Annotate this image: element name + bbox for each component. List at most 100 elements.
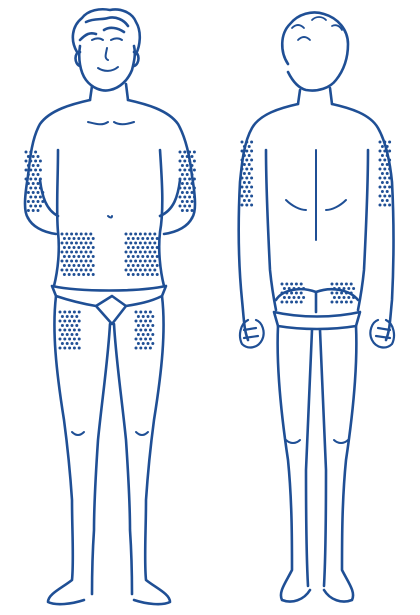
injection-dot bbox=[82, 273, 85, 276]
injection-dot bbox=[144, 329, 147, 332]
injection-dot bbox=[32, 173, 35, 176]
injection-dot bbox=[32, 191, 35, 194]
injection-dot bbox=[335, 301, 338, 304]
injection-dot bbox=[144, 338, 147, 341]
injection-dot bbox=[151, 255, 154, 258]
injection-dot bbox=[65, 233, 68, 236]
injection-dot bbox=[383, 150, 386, 153]
injection-dot bbox=[80, 242, 83, 245]
injection-dot bbox=[71, 333, 74, 336]
injection-dot bbox=[73, 246, 76, 249]
injection-dot bbox=[248, 145, 251, 148]
injection-dot bbox=[135, 320, 138, 323]
injection-dot bbox=[153, 269, 156, 272]
injection-dot bbox=[139, 260, 142, 263]
injection-dot bbox=[75, 315, 78, 318]
injection-dot bbox=[188, 196, 191, 199]
injection-dot bbox=[144, 311, 147, 314]
injection-dot bbox=[156, 237, 159, 240]
injection-dot bbox=[85, 260, 88, 263]
injection-dot bbox=[82, 246, 85, 249]
injection-dot bbox=[245, 177, 248, 180]
injection-dot bbox=[245, 159, 248, 162]
injection-dot bbox=[188, 160, 191, 163]
injection-dot bbox=[241, 177, 244, 180]
front-torso-left bbox=[54, 150, 59, 286]
injection-dot bbox=[80, 233, 83, 236]
injection-dot bbox=[186, 209, 189, 212]
injection-dot bbox=[92, 246, 95, 249]
injection-dot bbox=[241, 150, 244, 153]
injection-dot bbox=[65, 242, 68, 245]
injection-dot bbox=[388, 186, 391, 189]
injection-dot bbox=[331, 292, 334, 295]
injection-dot bbox=[75, 242, 78, 245]
injection-dot bbox=[345, 283, 348, 286]
injection-dot bbox=[139, 269, 142, 272]
injection-dot bbox=[302, 296, 305, 299]
injection-dot bbox=[183, 169, 186, 172]
injection-dot bbox=[149, 347, 152, 350]
injection-dot bbox=[70, 242, 73, 245]
injection-dot bbox=[156, 246, 159, 249]
injection-dot bbox=[288, 287, 291, 290]
back-left-knee bbox=[286, 440, 300, 443]
injection-dot bbox=[250, 141, 253, 144]
injection-dot bbox=[73, 273, 76, 276]
injection-dot bbox=[388, 150, 391, 153]
injection-dot bbox=[68, 329, 71, 332]
injection-dot bbox=[379, 195, 382, 198]
injection-dot bbox=[32, 182, 35, 185]
injection-dot bbox=[34, 151, 37, 154]
injection-dot bbox=[73, 347, 76, 350]
injection-dot bbox=[388, 168, 391, 171]
injection-dot bbox=[61, 324, 64, 327]
injection-dot bbox=[245, 195, 248, 198]
injection-dot bbox=[134, 233, 137, 236]
back-left-leg bbox=[278, 326, 312, 602]
injection-dot bbox=[281, 292, 284, 295]
injection-dot bbox=[127, 246, 130, 249]
injection-dot bbox=[144, 347, 147, 350]
injection-dot bbox=[142, 333, 145, 336]
injection-dot bbox=[146, 264, 149, 267]
injection-dot bbox=[193, 169, 196, 172]
injection-dot bbox=[68, 264, 71, 267]
front-lower-abdomen-left-dots bbox=[61, 233, 95, 277]
injection-dot bbox=[139, 242, 142, 245]
front-left-eyebrow bbox=[92, 39, 103, 41]
injection-dot bbox=[135, 311, 138, 314]
injection-dot bbox=[290, 301, 293, 304]
injection-dot bbox=[191, 155, 194, 158]
front-torso-right bbox=[159, 150, 164, 286]
injection-dot bbox=[383, 141, 386, 144]
injection-dot bbox=[129, 269, 132, 272]
back-right-knee bbox=[334, 440, 348, 443]
injection-dot bbox=[39, 205, 42, 208]
injection-dot bbox=[383, 168, 386, 171]
injection-dot bbox=[295, 283, 298, 286]
injection-dot bbox=[73, 255, 76, 258]
injection-dot bbox=[132, 264, 135, 267]
injection-dot bbox=[63, 264, 66, 267]
injection-dot bbox=[144, 251, 147, 254]
injection-dot bbox=[283, 287, 286, 290]
injection-dot bbox=[61, 342, 64, 345]
injection-dot bbox=[39, 187, 42, 190]
injection-dot bbox=[186, 191, 189, 194]
injection-dot bbox=[156, 255, 159, 258]
injection-dot bbox=[70, 233, 73, 236]
injection-dot bbox=[388, 195, 391, 198]
back-right-flank-dots bbox=[379, 141, 392, 207]
injection-dot bbox=[347, 296, 350, 299]
injection-dot bbox=[68, 347, 71, 350]
injection-dot bbox=[188, 151, 191, 154]
injection-dot bbox=[381, 163, 384, 166]
injection-dot bbox=[188, 169, 191, 172]
injection-dot bbox=[191, 164, 194, 167]
injection-dot bbox=[27, 200, 30, 203]
injection-dot bbox=[82, 237, 85, 240]
injection-dot bbox=[146, 246, 149, 249]
injection-dot bbox=[70, 251, 73, 254]
injection-dot bbox=[75, 251, 78, 254]
